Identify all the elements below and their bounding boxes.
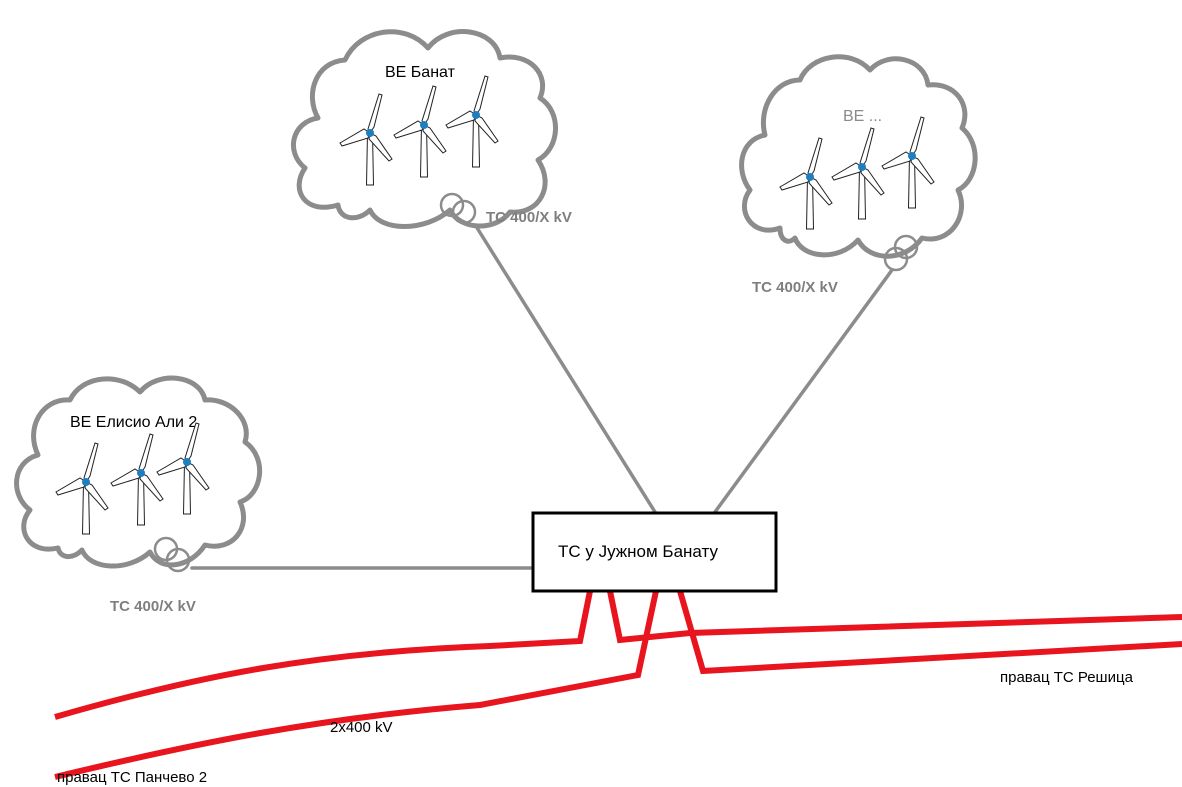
line-400kv-left-1 [54, 590, 593, 720]
transformer-icon [883, 234, 919, 272]
line-400kv-right-1 [607, 590, 1182, 644]
voltage-label: 2x400 kV [330, 719, 393, 736]
direction-label-pancevo: правац ТС Панчево 2 [57, 769, 207, 786]
direction-label-resica: правац ТС Решица [1000, 669, 1134, 686]
connection-lines [190, 221, 894, 570]
wind-farm-elisio: ВЕ Елисио Али 2 ТС 400/X kV [14, 375, 263, 615]
substation-label: ТС у Јужном Банату [558, 542, 718, 561]
line-400kv-right-2 [677, 590, 1182, 675]
transformer-label: ТС 400/X kV [110, 598, 196, 615]
farm-name: ВЕ Банат [385, 64, 456, 81]
substation-box [531, 511, 778, 593]
transformer-icon [153, 536, 191, 573]
transformer-label: ТС 400/X kV [752, 279, 838, 296]
substation-south-banat: ТС у Јужном Банату [531, 511, 778, 593]
line-400kv-left-2 [54, 590, 659, 780]
transformer-label: ТС 400/X kV [486, 209, 572, 226]
transformer-icon [439, 192, 477, 225]
farm-name: ВЕ ... [843, 108, 882, 125]
connection-line-banat [472, 221, 657, 514]
farm-name: ВЕ Елисио Али 2 [70, 414, 197, 431]
wind-farm-unnamed: ВЕ ... ТС 400/X kV [739, 54, 978, 296]
wind-farm-banat: ВЕ Банат ТС 400/X kV [290, 29, 572, 229]
connection-line-ve-dots [713, 268, 894, 514]
cloud-outline [739, 54, 978, 259]
transmission-lines-400kv [54, 590, 1182, 780]
